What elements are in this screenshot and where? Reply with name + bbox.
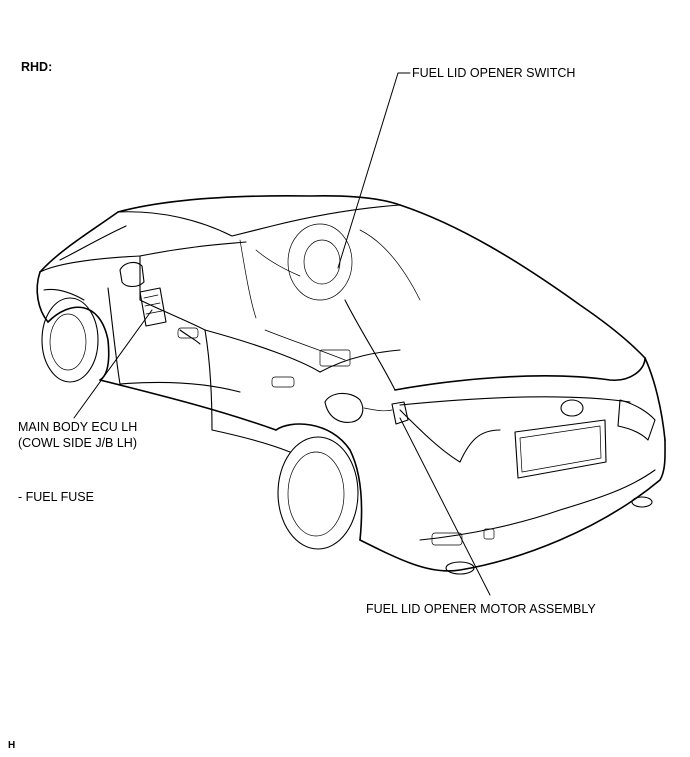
main-body-ecu-label: MAIN BODY ECU LH — [18, 420, 138, 434]
leader-lines — [73, 72, 491, 596]
corner-code: H — [8, 740, 16, 751]
fuel-lid-opener-switch-label: FUEL LID OPENER SWITCH — [412, 66, 576, 80]
fuel-lid-opener-motor-label: FUEL LID OPENER MOTOR ASSEMBLY — [366, 602, 596, 616]
car-body-outline — [36, 195, 666, 575]
variant-label: RHD: — [21, 60, 53, 74]
fuel-fuse-label: - FUEL FUSE — [18, 490, 94, 504]
cowl-side-jb-label: (COWL SIDE J/B LH) — [18, 436, 137, 450]
